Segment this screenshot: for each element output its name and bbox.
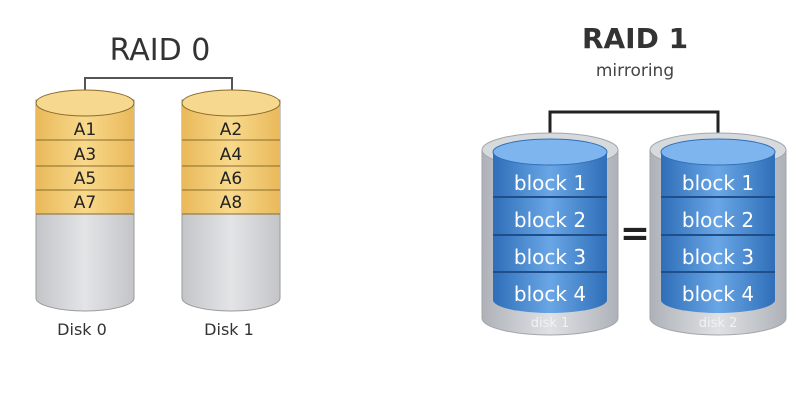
- block-label: A8: [220, 193, 242, 213]
- raid1-panel: RAID 1 mirroring block 1 block 2 block 3…: [481, 22, 787, 336]
- disk-label: disk 2: [699, 316, 738, 331]
- stripe-block: [36, 103, 134, 214]
- block-label: A1: [74, 120, 96, 140]
- block-label: block 1: [514, 171, 586, 195]
- block-label: A4: [220, 145, 242, 165]
- raid0-connector: [84, 77, 233, 98]
- block-label: block 4: [514, 282, 586, 306]
- block-label: block 4: [682, 282, 754, 306]
- block-label: A7: [74, 193, 96, 213]
- block-label: A2: [220, 120, 242, 140]
- block-label: block 2: [682, 208, 754, 232]
- block-label: block 3: [514, 245, 586, 269]
- block-top: [492, 138, 608, 166]
- raid1-title: RAID 1: [582, 22, 688, 55]
- raid0-disk-0: A1 A3 A5 A7 Disk 0: [35, 89, 135, 339]
- block-label: block 2: [514, 208, 586, 232]
- equals-sign: =: [620, 213, 650, 254]
- block-label: block 1: [682, 171, 754, 195]
- disk-label: Disk 1: [204, 320, 254, 339]
- block-label: A6: [220, 169, 242, 189]
- block-label: block 3: [682, 245, 754, 269]
- raid1-disk-2: block 1 block 2 block 3 block 4 disk 2: [649, 132, 787, 336]
- disk-label: Disk 0: [57, 320, 107, 339]
- raid1-disk-1: block 1 block 2 block 3 block 4 disk 1: [481, 132, 619, 336]
- block-label: A3: [74, 145, 96, 165]
- stripe-block: [182, 103, 280, 214]
- raid0-panel: RAID 0 A1 A3 A5 A7 Disk 0 A2: [35, 33, 281, 339]
- raid0-disk-1: A2 A4 A6 A8 Disk 1: [181, 89, 281, 339]
- block-label: A5: [74, 169, 96, 189]
- block-top: [660, 138, 776, 166]
- raid1-connector: [548, 110, 720, 148]
- disk-top: [181, 89, 281, 117]
- disk-top: [35, 89, 135, 117]
- raid0-title: RAID 0: [110, 33, 211, 68]
- disk-label: disk 1: [531, 316, 570, 331]
- raid1-subtitle: mirroring: [596, 61, 674, 81]
